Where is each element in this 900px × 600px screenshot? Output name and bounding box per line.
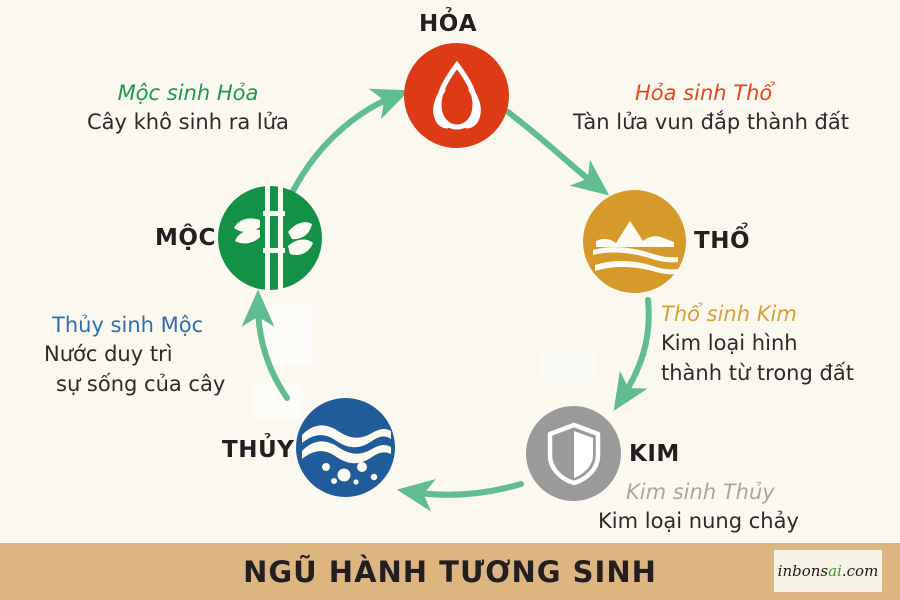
caption-line: Kim loại hình <box>661 331 798 355</box>
caption-tho-sinh-kim: Thổ sinh Kim Kim loại hình thành từ tron… <box>661 300 854 388</box>
logo-suffix: .com <box>841 562 879 580</box>
node-kim[interactable] <box>526 406 621 501</box>
bamboo-icon <box>234 186 313 290</box>
node-hoa[interactable] <box>404 43 509 148</box>
caption-line: Kim loại nung chảy <box>598 509 799 533</box>
caption-title: Thổ sinh Kim <box>661 302 797 326</box>
caption-title: Thủy sinh Mộc <box>52 313 204 337</box>
caption-line: sự sống của cây <box>56 372 226 396</box>
node-label-tho: THỔ <box>694 228 750 254</box>
caption-line: thành từ trong đất <box>661 361 854 385</box>
arrow-moc-to-hoa <box>290 88 410 194</box>
caption-hoa-sinh-tho: Hỏa sinh Thổ Tàn lửa vun đắp thành đất <box>573 79 849 137</box>
flame-icon <box>432 60 481 130</box>
shield-icon <box>547 422 600 485</box>
arrow-kim-to-thuy <box>396 479 524 512</box>
caption-kim-sinh-thuy: Kim sinh Thủy Kim loại nung chảy <box>598 478 799 536</box>
image-artifact <box>253 383 301 419</box>
caption-title: Kim sinh Thủy <box>626 480 775 504</box>
caption-title: Hỏa sinh Thổ <box>635 81 773 105</box>
caption-title: Mộc sinh Hỏa <box>117 81 259 105</box>
caption-line: Nước duy trì <box>44 342 173 366</box>
node-label-moc: MỘC <box>155 225 216 251</box>
caption-line: Cây khô sinh ra lửa <box>87 110 289 134</box>
caption-line: Tàn lửa vun đắp thành đất <box>573 110 849 134</box>
node-tho[interactable] <box>583 190 686 293</box>
banner-title: NGŨ HÀNH TƯƠNG SINH <box>243 554 657 589</box>
image-artifact <box>540 345 596 383</box>
caption-moc-sinh-hoa: Mộc sinh Hỏa Cây khô sinh ra lửa <box>87 79 289 137</box>
node-label-hoa: HỎA <box>419 11 478 37</box>
node-moc[interactable] <box>218 186 322 290</box>
mountain-icon <box>592 220 678 274</box>
image-artifact <box>262 305 312 365</box>
node-label-kim: KIM <box>629 441 680 467</box>
water-icon <box>301 424 391 485</box>
arrow-tho-to-kim <box>613 297 652 412</box>
caption-thuy-sinh-moc: Thủy sinh Mộc Nước duy trì sự sống của c… <box>44 311 225 399</box>
logo-accent: ai <box>828 562 842 580</box>
node-thuy[interactable] <box>296 398 395 497</box>
logo-prefix: inbons <box>777 562 829 580</box>
node-label-thuy: THỦY <box>222 437 295 463</box>
